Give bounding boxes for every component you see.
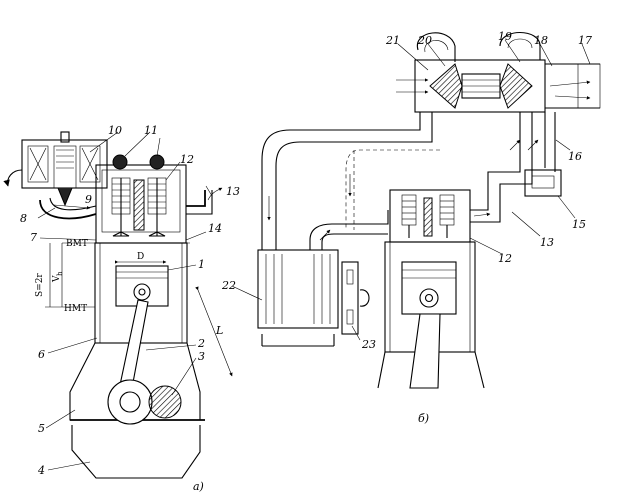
label-b-21: 21 [385, 34, 400, 47]
label-b-18: 18 [534, 34, 548, 47]
stroke-dimension [45, 243, 233, 377]
turbocharger [396, 32, 546, 113]
connecting-rod [119, 299, 149, 389]
label-length: L [215, 324, 223, 337]
label-9: 9 [85, 193, 92, 206]
label-volume-sub: h [56, 271, 64, 276]
wastegate [509, 112, 562, 197]
cylinder-head [95, 154, 187, 244]
label-11: 11 [144, 124, 158, 137]
label-vmt: ВМТ [66, 239, 88, 249]
cylinder-head-b [389, 189, 471, 243]
label-13: 13 [226, 185, 240, 198]
label-b-12: 12 [498, 252, 512, 265]
label-10: 10 [108, 124, 122, 137]
label-2: 2 [197, 337, 205, 350]
label-b-22: 22 [221, 279, 236, 292]
label-8: 8 [20, 212, 27, 225]
label-volume: V [52, 275, 62, 283]
label-nmt: НМТ [64, 304, 87, 314]
caption-b: б) [418, 412, 429, 425]
label-b-15: 15 [572, 218, 586, 231]
cylinder [94, 242, 188, 344]
exhaust-to-turbine [470, 112, 533, 223]
cylinder-b [377, 241, 485, 389]
label-5: 5 [38, 422, 45, 435]
leaders-b [231, 39, 591, 341]
caption-a: а) [193, 480, 204, 493]
label-7: 7 [30, 231, 37, 244]
label-b-23: 23 [361, 338, 376, 351]
intercooler [257, 249, 339, 347]
label-14: 14 [208, 222, 222, 235]
engine-b: 21 20 19 18 17 16 15 13 12 22 23 б) [221, 30, 601, 425]
intake-manifold [39, 197, 97, 220]
label-b-13: 13 [540, 236, 554, 249]
label-12: 12 [180, 153, 194, 166]
label-1: 1 [198, 258, 205, 271]
label-3: 3 [198, 350, 205, 363]
exhaust-manifold [186, 187, 223, 215]
label-b-20: 20 [417, 34, 432, 47]
label-stroke: S=2r [35, 273, 45, 297]
crankcase [69, 342, 205, 479]
leaders-a [37, 131, 213, 471]
intercooler-fan [341, 261, 370, 335]
label-b-16: 16 [568, 150, 582, 163]
label-b-19: 19 [498, 30, 512, 43]
label-4: 4 [37, 464, 45, 477]
injection-pump-unit [3, 131, 108, 207]
charge-air-duct [261, 112, 440, 250]
label-b-17: 17 [578, 34, 592, 47]
label-6: 6 [38, 348, 45, 361]
engine-intake-pipe [309, 210, 389, 250]
label-bore: D [137, 252, 144, 262]
engine-a: 10 11 12 8 9 13 7 14 ВМТ НМТ S=2r V h D … [3, 124, 240, 493]
exhaust-outlet [545, 63, 601, 109]
